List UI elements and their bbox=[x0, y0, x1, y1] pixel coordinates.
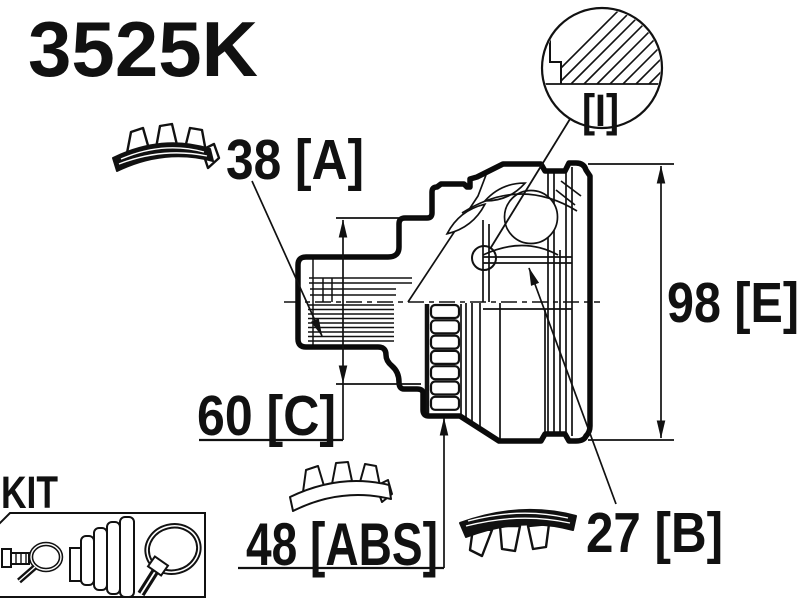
kit-section bbox=[0, 512, 206, 598]
dim-a-label: 38 [A] bbox=[226, 128, 364, 192]
joint-outline bbox=[295, 160, 593, 444]
dim-b-label: 27 [B] bbox=[586, 501, 723, 565]
large-clamp-icon bbox=[137, 523, 202, 597]
inner-spline-icon bbox=[459, 508, 577, 558]
kit-box bbox=[0, 512, 206, 598]
leader-dim-b bbox=[528, 267, 617, 505]
kit-label: KIT bbox=[1, 467, 58, 518]
leader-dim-a bbox=[251, 180, 323, 337]
detail-label: [I] bbox=[582, 85, 619, 136]
detail-locator-circle bbox=[471, 245, 497, 271]
shaft-splines bbox=[308, 259, 412, 345]
abs-ring-icon bbox=[289, 461, 393, 512]
abs-tone-ring bbox=[424, 303, 462, 414]
dim-c-label: 60 [C] bbox=[197, 384, 336, 448]
dim-abs-label: 48 [ABS] bbox=[246, 511, 438, 578]
outer-spline-icon bbox=[112, 122, 221, 172]
dimension-lines bbox=[199, 163, 674, 570]
bolt-icon bbox=[1, 548, 30, 568]
boot-icon bbox=[69, 516, 135, 598]
cage-window bbox=[445, 182, 527, 236]
part-number: 3525K bbox=[28, 5, 258, 93]
small-clamp-icon bbox=[17, 541, 64, 584]
detail-leader-line bbox=[489, 118, 571, 250]
dim-e-label: 98 [E] bbox=[667, 271, 799, 335]
